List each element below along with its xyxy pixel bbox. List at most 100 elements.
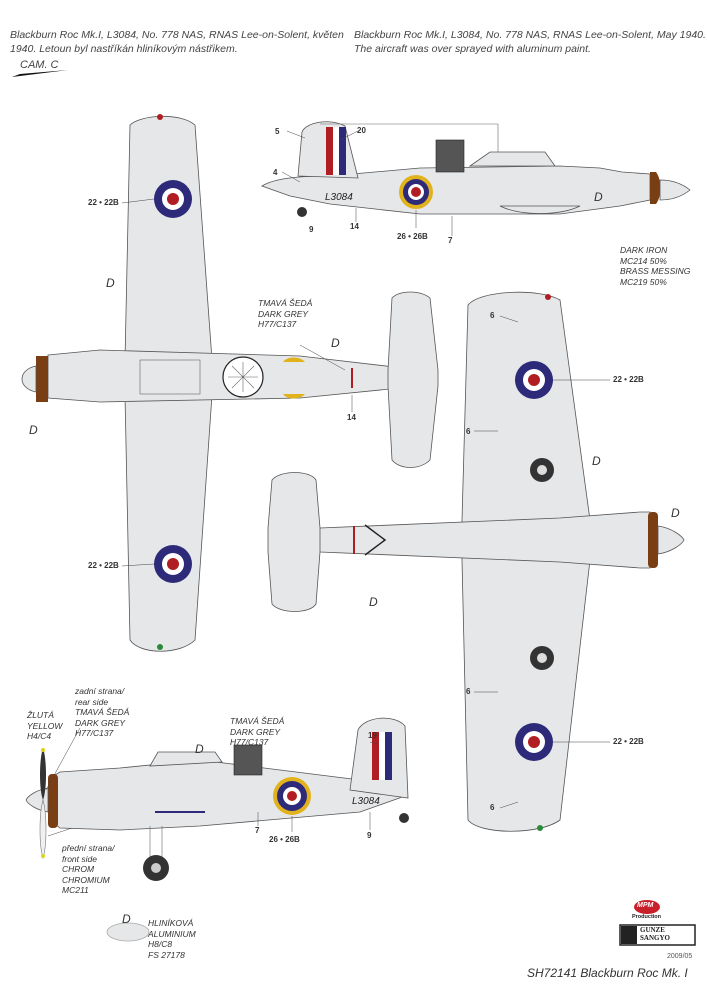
logo-mpm-subtext: Production [632,914,662,920]
canopy [149,751,223,767]
note-line: DARK GREY [75,717,126,728]
note-line: CHROMIUM [62,874,110,885]
callout-7: 7 [448,236,453,245]
caption-czech: Blackburn Roc Mk.I, L3084, No. 778 NAS, … [10,28,344,56]
callout-19: 19 [368,731,377,740]
fuselage [261,165,651,215]
issue-date: 2009/05 [667,953,693,960]
side-view-top: L3084 [261,121,691,236]
callout-6: 6 [466,427,471,436]
fuselage-roundel-edge [283,357,305,362]
fin-flash-blue [385,732,392,780]
turret-color-note: TMAVÁ ŠEDÁ DARK GREY H77/C137 [258,298,312,330]
logo-mpm [634,900,660,914]
logo-mpm-badge [634,900,660,914]
caption-english: Blackburn Roc Mk.I, L3084, No. 778 NAS, … [354,28,706,56]
callout-6: 6 [490,803,495,812]
callout-5: 5 [275,127,280,136]
gun-turret [233,744,263,776]
note-line: H77/C137 [258,319,297,329]
callout-14: 14 [347,413,356,422]
note-line: H77/C137 [230,737,269,747]
note-line: BRASS MESSING [620,266,691,276]
callout-d-wing: D [106,276,115,290]
prop-tip-yellow [41,854,45,858]
fin-flash-white [333,127,339,175]
legend-line: FS 27178 [148,949,185,960]
callout-26-26b: 26 • 26B [397,232,428,241]
fuselage [269,511,651,569]
fuselage [49,759,407,831]
note-line: CHROM [62,864,95,874]
leader-lines [474,315,610,809]
prop-front-color-note: přední strana/ front side CHROM CHROMIUM… [62,843,114,896]
turret-guns [228,362,258,392]
fin-flash-white [379,732,385,780]
fuselage-marking [364,524,387,556]
caption-line: The aircraft was over sprayed with alumi… [354,43,591,55]
wheel-hub [537,653,547,663]
roundel-red [528,736,540,748]
camo-underline [12,70,68,77]
callout-20: 20 [357,126,366,135]
callout-6: 6 [466,687,471,696]
callout-roundel-lower: 22 • 22B [88,561,119,570]
serial-marking: L3084 [352,796,380,807]
note-line: DARK IRON [620,245,668,255]
legend-line: HLINÍKOVÁ [148,918,194,928]
camo-label: CAM. C [20,59,59,71]
sheet-title: SH72141 Blackburn Roc Mk. I [527,966,688,980]
wing-root [499,205,581,214]
bottom-view [267,291,685,832]
prop-tip-color-note: ŽLUTÁ YELLOW H4/C4 [27,710,62,742]
note-line: H4/C4 [27,731,52,741]
note-line: YELLOW [27,720,63,731]
cowl-ring [48,774,58,828]
callout-d-nose: D [29,423,38,437]
serial-marking: L3084 [325,192,353,203]
side-view-bottom: L3084 [25,717,409,881]
roundel-red [411,187,421,197]
callout-4: 4 [273,168,278,177]
callout-9: 9 [367,831,372,840]
legend-aluminium: HLINÍKOVÁ ALUMINIUM H8/C8 FS 27178 [148,918,196,960]
note-line: MC214 50% [620,255,667,266]
callout-14: 14 [350,222,359,231]
landing-gear-leg [149,826,163,858]
callout-7: 7 [255,826,260,835]
leader-lines [121,198,353,567]
logo-gunze-emblem [621,926,637,944]
turret-color-note: TMAVÁ ŠEDÁ DARK GREY H77/C137 [230,716,284,748]
note-line: MC219 50% [620,276,667,287]
prop-tip-yellow [41,748,45,752]
note-line: DARK GREY [258,308,309,319]
wheel-hub [537,465,547,475]
leader-lines [281,130,453,236]
tail-wheel [399,813,409,823]
legend-line: ALUMINIUM [148,928,196,939]
nav-light-red [157,114,163,120]
callout-d-tail: D [369,595,378,609]
note-line: TMAVÁ ŠEDÁ [258,298,313,308]
cockpit-frame [139,359,201,395]
spinner-color-note: DARK IRON MC214 50% BRASS MESSING MC219 … [620,245,690,287]
logo-line: GUNZE [640,926,665,934]
nav-light-green [157,644,163,650]
roundel-red [167,558,179,570]
callout-d: D [195,742,204,756]
fuselage-roundel-edge [283,394,305,399]
note-line: přední strana/ [62,843,115,853]
nav-light-red [545,294,551,300]
tailplane [267,472,321,612]
callout-d-nose: D [671,506,680,520]
canopy [468,151,556,167]
note-line: MC211 [62,885,89,895]
note-line: H77/C137 [75,728,114,738]
callout-d: D [594,190,603,204]
caption-line: Blackburn Roc Mk.I, L3084, No. 778 NAS, … [10,29,344,41]
caption-line: Blackburn Roc Mk.I, L3084, No. 778 NAS, … [354,29,706,41]
callout-roundel-upper: 22 • 22B [88,198,119,207]
spinner [659,179,691,201]
callout-roundel-upper: 22 • 22B [613,375,644,384]
note-line: ŽLUTÁ [27,710,54,720]
